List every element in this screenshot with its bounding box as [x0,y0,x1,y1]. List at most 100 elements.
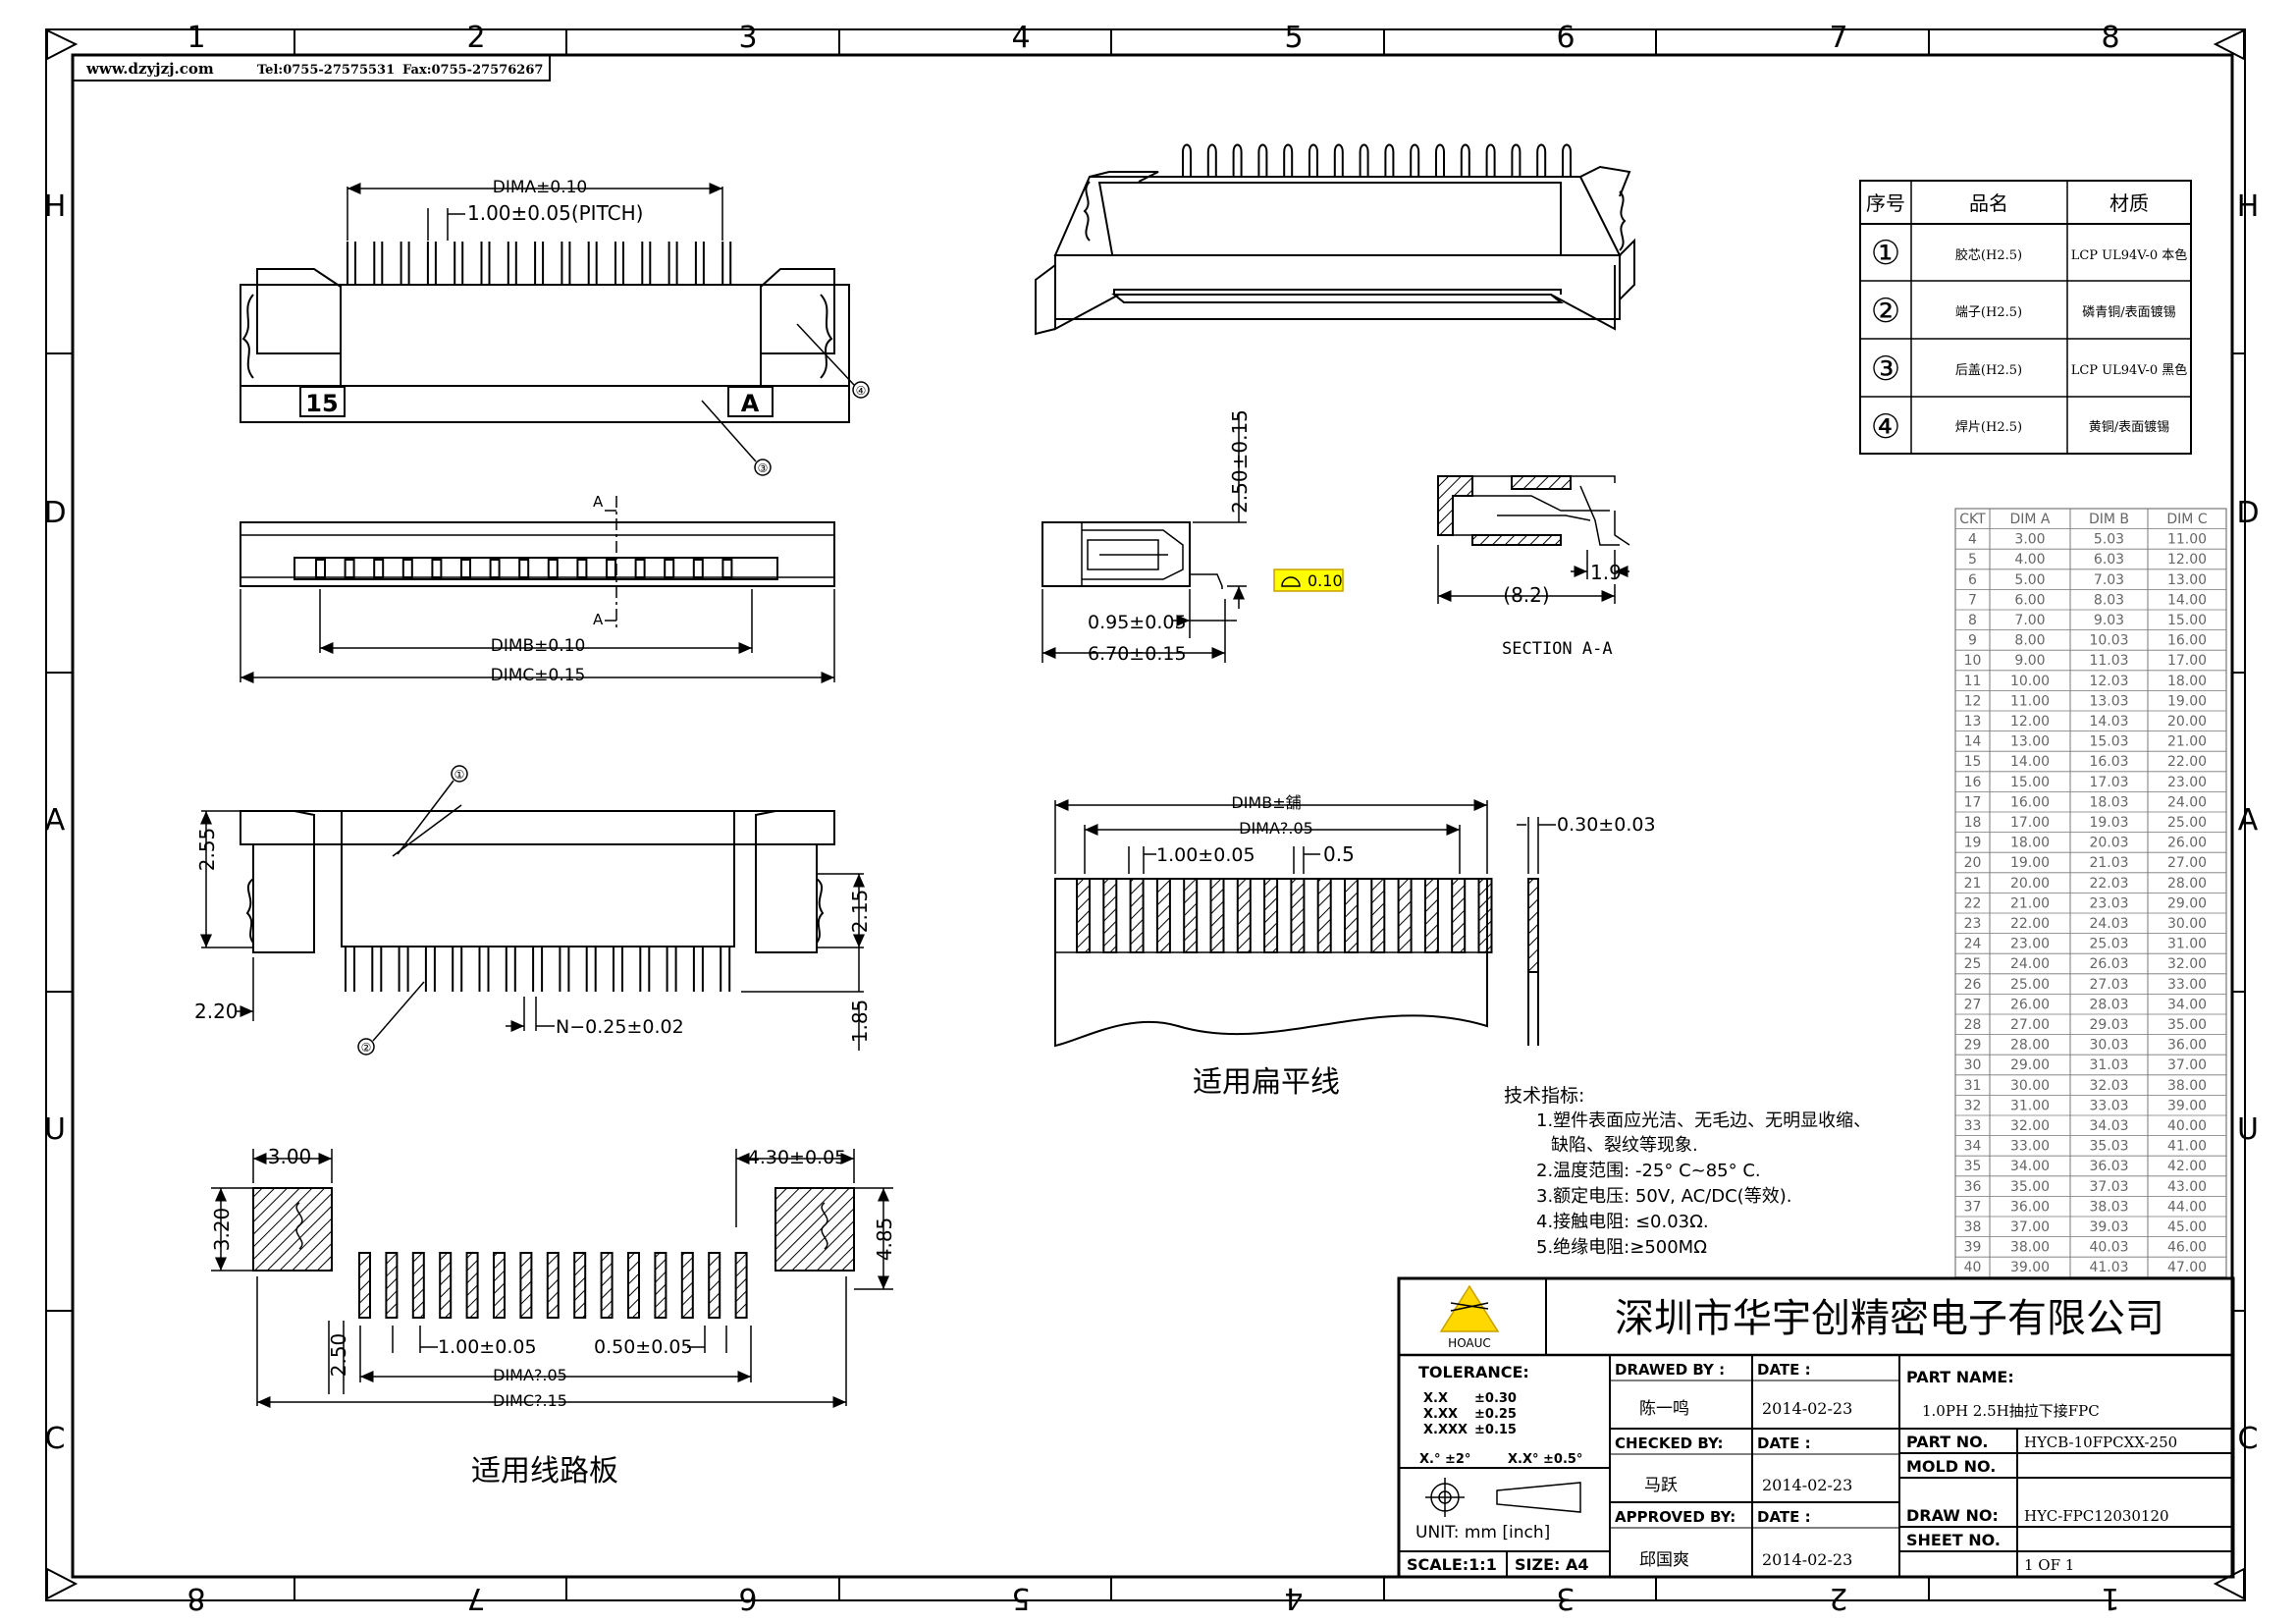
dim-table-header: DIM B [2089,512,2129,527]
grid-row-right: H [2237,189,2260,224]
pcb-pad [519,1252,533,1319]
dim-table-cell: 18.00 [2010,836,2050,851]
fpc-finger [1397,878,1413,953]
dim-table-cell: 14.00 [2010,754,2050,770]
dim-table-cell: 46.00 [2167,1240,2207,1256]
dim-table-cell: 39.00 [2167,1098,2207,1113]
dim-n: N−0.25±0.02 [556,1016,684,1038]
grid-col-bottom: 5 [1011,1581,1030,1615]
side-dim-0-95: 0.95±0.05 [1088,612,1187,633]
dim-table-cell: 7.03 [2094,572,2124,588]
fpc-dim-1-00: 1.00±0.05 [1156,844,1255,866]
dim-table-cell: 36.00 [2167,1038,2207,1054]
dim-1-85: 1.85 [848,1000,872,1044]
pcb-dim-3-00: 3.00 [268,1145,312,1168]
top-view-dim-c: DIMC±0.15 [491,666,586,685]
dim-table-cell: 22.00 [2010,916,2050,932]
bottom-view-pin [398,947,409,992]
front-view-pin [400,242,410,285]
dim-table-cell: 33 [1964,1118,1982,1134]
dim-table-cell: 20 [1964,855,1982,871]
flatness-tolerance: 0.10 [1308,571,1343,590]
top-view-dim-b: DIMB±0.10 [491,636,586,656]
callout-3: ③ [758,461,769,475]
company-logo: HOAUC [1439,1284,1500,1350]
dim-table-cell: 35.00 [2010,1179,2050,1195]
grid-col-bottom: 4 [1284,1581,1303,1615]
material-row-material: LCP UL94V-0 本色 [2071,247,2188,263]
grid-col-top: 8 [2101,21,2119,55]
grid-col-top: 2 [466,21,485,55]
front-view-pin [561,242,571,285]
grid-col-bottom: 3 [1556,1581,1575,1615]
dim-table-cell: 18.00 [2167,674,2207,689]
section-dim-8-2: (8.2) [1503,583,1549,607]
dim-table-cell: 4 [1968,532,1977,548]
isometric-pin [1257,143,1268,179]
tolerance-value: ±0.25 [1474,1407,1517,1422]
grid-row-right: U [2237,1112,2259,1147]
dim-table-cell: 8.03 [2094,592,2124,608]
pcb-pad [708,1252,721,1319]
dim-table-header: DIM A [2009,512,2050,527]
grid-col-bottom: 1 [2101,1581,2119,1615]
dim-table-cell: 26.00 [2167,836,2207,851]
drawing-frame [45,28,2246,1601]
isometric-pin [1511,143,1522,179]
front-view-dim-a: DIMA±0.10 [493,178,588,197]
dim-table-cell: 23.00 [2010,937,2050,952]
fpc-dim-a: DIMA?.05 [1239,819,1313,838]
pcb-pad [573,1252,587,1319]
pcb-caption: 适用线路板 [471,1454,618,1489]
side-dim-6-70: 6.70±0.15 [1088,643,1187,665]
dim-table-cell: 14 [1964,734,1982,750]
dim-table-cell: 20.00 [2010,876,2050,892]
pcb-dim-c: DIMC?.15 [493,1391,567,1410]
front-view-pin [694,242,705,285]
isometric-view [1035,143,1635,336]
grid-col-bottom: 2 [1829,1581,1847,1615]
dim-table-cell: 13 [1964,714,1982,730]
date-label: DATE : [1757,1361,1811,1379]
dim-table-cell: 13.03 [2089,693,2128,709]
dim-table-cell: 5 [1968,552,1977,568]
isometric-pin [1485,143,1496,179]
grid-row-right: C [2238,1422,2259,1456]
material-row-no: ④ [1871,407,1900,447]
dim-table-cell: 12 [1964,693,1982,709]
dim-table-cell: 23 [1964,916,1982,932]
bottom-view-pin [639,947,651,992]
dim-table-cell: 27.00 [2010,1017,2050,1033]
top-view-contact [692,559,704,578]
grid-col-top: 5 [1284,21,1303,55]
fpc-finger [1155,878,1171,953]
fpc-caption: 适用扁平线 [1193,1065,1340,1100]
top-view-contact [547,559,559,578]
dim-table-cell: 29.03 [2089,1017,2128,1033]
front-view-pin [347,242,356,285]
dim-table-cell: 11 [1964,674,1982,689]
bottom-view-pin [345,947,355,992]
material-row-name: 胶芯(H2.5) [1955,247,2022,263]
dim-table-cell: 36 [1964,1179,1982,1195]
grid-col-bottom: 7 [466,1581,485,1615]
dim-table-cell: 25.00 [2167,815,2207,831]
dim-table-cell: 26.03 [2089,956,2128,972]
dim-table-cell: 26 [1964,977,1982,993]
dim-table-cell: 40 [1964,1260,1982,1275]
dim-table-cell: 19.00 [2010,855,2050,871]
dim-table-cell: 15.00 [2010,775,2050,790]
grid-col-top: 7 [1829,21,1847,55]
dim-table-cell: 28.03 [2089,997,2128,1012]
technical-notes: 技术指标: 1.塑件表面应光洁、无毛边、无明显收缩、 缺陷、裂纹等现象. 2.温… [1504,1085,1871,1258]
projection-symbol [1425,1478,1581,1517]
part-name-label: PART NAME: [1906,1368,2014,1386]
tolerance-key: X.XXX [1423,1423,1468,1437]
pcb-pad [680,1252,694,1319]
pcb-dim-2-50: 2.50 [327,1333,350,1378]
tolerance-label: TOLERANCE: [1418,1363,1529,1381]
dim-table-header: CKT [1959,512,1986,527]
dim-table-cell: 22 [1964,895,1982,911]
isometric-pin [1410,143,1420,179]
dim-table-cell: 42.00 [2167,1159,2207,1174]
